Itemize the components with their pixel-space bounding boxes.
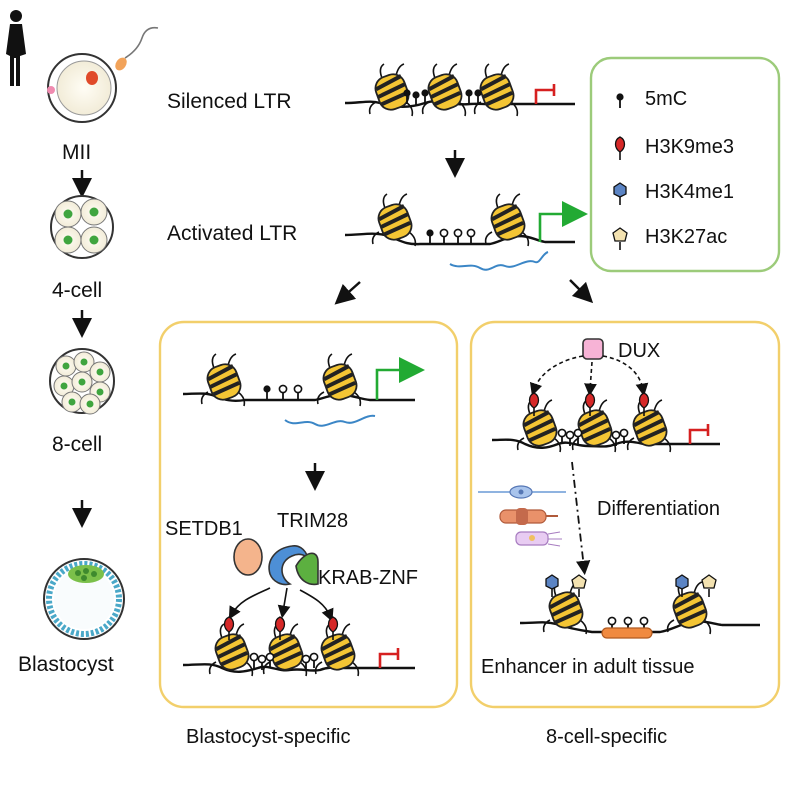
blastocyst-specific-caption: Blastocyst-specific [186,726,351,748]
silenced-ltr-label: Silenced LTR [167,90,292,113]
muscle-cell-icon [499,508,558,525]
activated-ltr-label: Activated LTR [167,222,297,245]
svg-text:H3K9me3: H3K9me3 [645,136,734,158]
woman-silhouette-icon [6,10,26,86]
krab-znf-protein-icon [295,552,319,586]
flow-arrow [334,281,361,305]
rna-transcript-icon [449,251,549,271]
stage-label-4-cell: 4-cell [52,279,102,302]
epithelial-cell-icon [515,531,562,547]
legend-item-h3k4me1: H3K4me1 [613,181,734,206]
mii-oocyte-icon [47,26,159,123]
legend-item-h3k9me3: H3K9me3 [614,136,734,161]
trim28-label: TRIM28 [277,510,348,532]
enhancer-rna-icon [601,627,653,639]
differentiation-label: Differentiation [597,498,720,520]
krab-znf-label: KRAB-ZNF [318,567,418,589]
eight-cell-specific-caption: 8-cell-specific [546,726,667,748]
eight-cell-specific-panel: DUX Differentiation [469,320,781,709]
flow-arrow [569,279,594,304]
dux-protein-icon [582,338,604,360]
dux-label: DUX [618,340,660,362]
eight-cell-embryo-icon [49,348,115,415]
svg-text:5mC: 5mC [645,88,687,110]
blastocyst-icon [43,558,125,640]
stage-label-blastocyst: Blastocyst [18,653,114,676]
setdb1-protein-icon [233,538,263,576]
silenced-ltr-row: Silenced LTR [167,62,575,118]
four-cell-embryo-icon [50,195,114,259]
rna-transcript-icon [284,414,376,427]
activated-ltr-row: Activated LTR [167,192,588,271]
enhancer-label: Enhancer in adult tissue [481,656,694,678]
legend-item-5mc: 5mC [615,88,687,110]
active-promoter-arrow-icon [375,357,425,400]
setdb1-label: SETDB1 [165,518,243,540]
legend-item-h3k27ac: H3K27ac [612,226,727,251]
svg-text:H3K27ac: H3K27ac [645,226,727,248]
blastocyst-specific-panel: SETDB1 TRIM28 KRAB-ZNF [158,320,459,709]
stage-label-8-cell: 8-cell [52,433,102,456]
svg-text:H3K4me1: H3K4me1 [645,181,734,203]
repressed-promoter-icon [534,82,556,106]
legend: 5mC H3K9me3 H3K4me1 H3K27ac [589,56,781,273]
stage-column: MII 4-cell [6,10,159,676]
neuron-cell-icon [478,485,566,499]
stage-label-mii: MII [62,141,91,164]
active-promoter-arrow-icon [538,201,588,242]
